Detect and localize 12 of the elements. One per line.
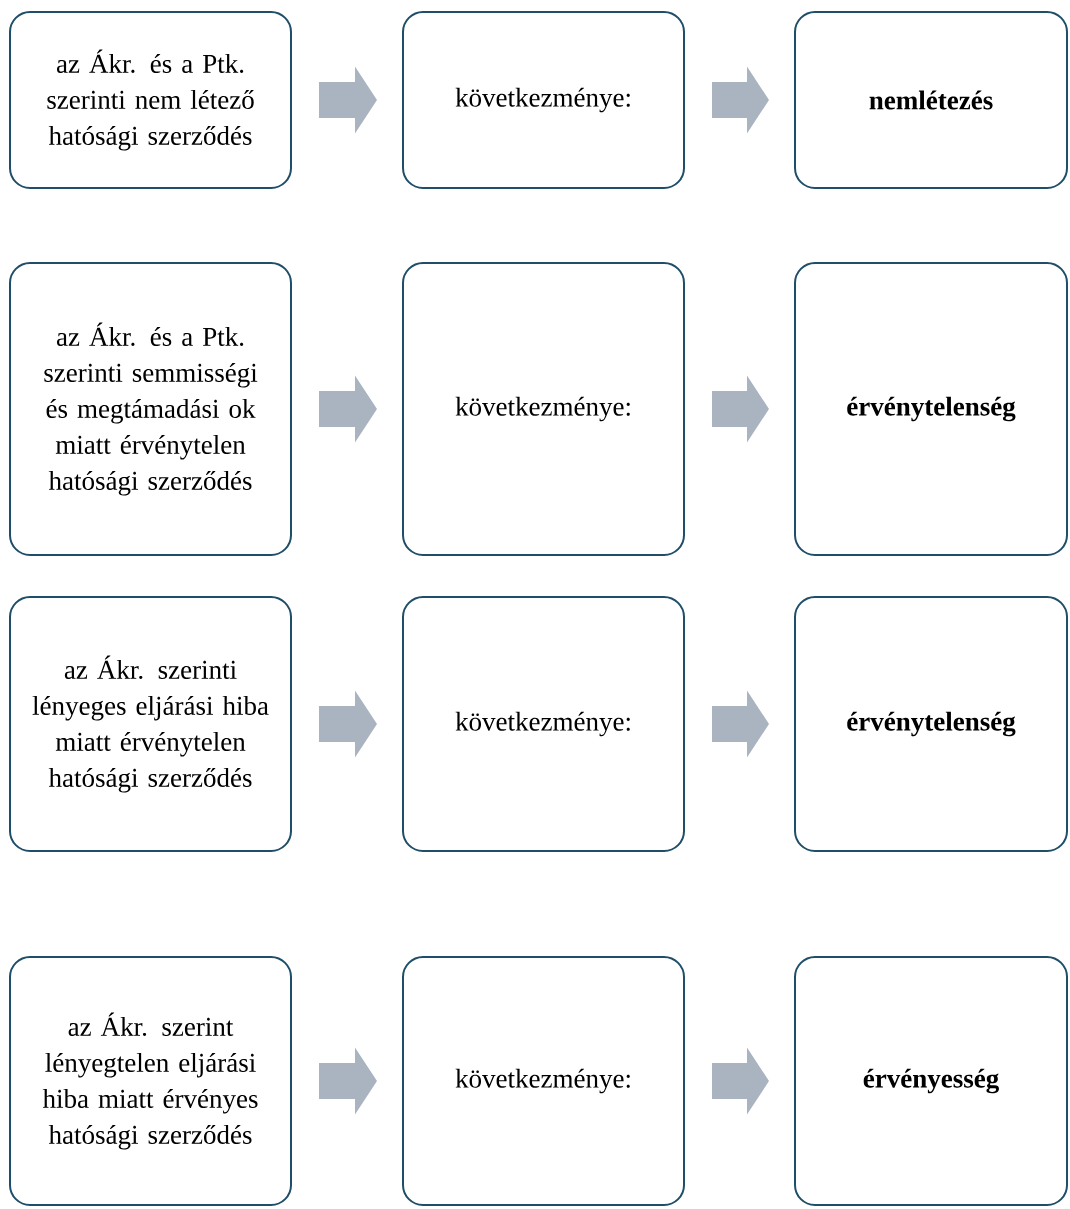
rounded-box: érvényesség	[794, 956, 1068, 1206]
rounded-box: következménye:	[402, 596, 685, 852]
rounded-box: következménye:	[402, 11, 685, 189]
rounded-box: az Ákr. szerinti lényeges eljárási hiba miatt érvénytelen hatósági szerződés	[9, 596, 292, 852]
rounded-box: nemlétezés	[794, 11, 1068, 189]
rounded-box: az Ákr. szerint lényegtelen eljárási hiba miatt érvényes hatósági szerződés	[9, 956, 292, 1206]
rounded-box: érvénytelenség	[794, 262, 1068, 556]
rounded-box: az Ákr. és a Ptk. szerinti semmisségi és megtámadási ok miatt érvénytelen hatósági szerződés	[9, 262, 292, 556]
rounded-box: következménye:	[402, 956, 685, 1206]
rounded-box: következménye:	[402, 262, 685, 556]
rounded-box: érvénytelenség	[794, 596, 1068, 852]
rounded-box: az Ákr. és a Ptk. szerinti nem létező hatósági szerződés	[9, 11, 292, 189]
